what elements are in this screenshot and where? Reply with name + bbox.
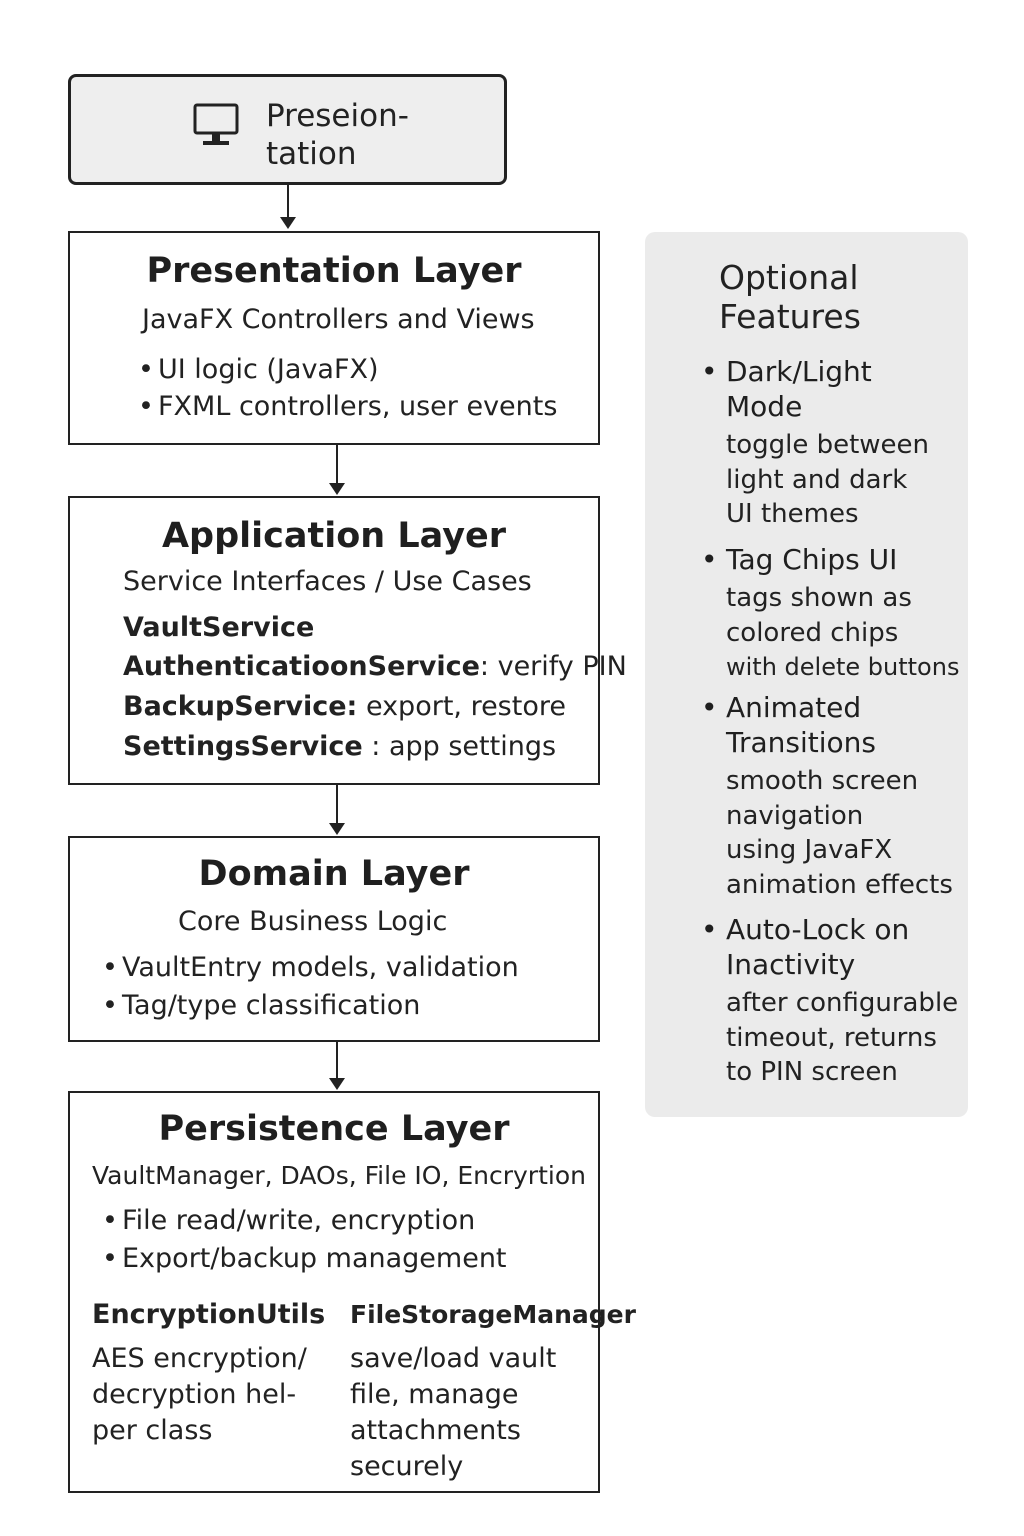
domain-layer-subtitle: Core Business Logic xyxy=(178,906,448,937)
domain-bullet-2: •Tag/type classification xyxy=(102,990,421,1021)
encryption-utils-column: EncryptionUtils AES encryption/ decrypti… xyxy=(92,1299,326,1446)
service-authentication: AuthenticatioonService: verify PIN xyxy=(123,651,627,682)
persistence-layer-title: Persistence Layer xyxy=(158,1109,510,1149)
presentation-bullet-1: •UI logic (JavaFX) xyxy=(138,354,379,385)
file-storage-manager-column: FileStorageManager save/load vault file,… xyxy=(350,1297,636,1485)
top-box-label: Preseion- tation xyxy=(266,98,409,172)
persistence-bullet-2: •Export/backup management xyxy=(102,1243,507,1274)
file-storage-manager-title: FileStorageManager xyxy=(350,1300,636,1329)
arrow-top-to-presentation xyxy=(280,185,296,229)
arrow-domain-to-persistence xyxy=(329,1042,345,1090)
presentation-layer-subtitle: JavaFX Controllers and Views xyxy=(142,304,535,335)
presentation-bullet-2: •FXML controllers, user events xyxy=(138,391,558,422)
optional-features-title: Optional Features xyxy=(719,258,861,336)
monitor-icon xyxy=(193,103,239,145)
arrow-application-to-domain xyxy=(329,785,345,835)
application-layer-title: Application Layer xyxy=(161,516,507,556)
service-settings: SettingsService : app settings xyxy=(123,731,557,762)
application-layer-box: Application Layer Service Interfaces / U… xyxy=(68,496,627,785)
persistence-layer-subtitle: VaultManager, DAOs, File IO, Encryrtion xyxy=(92,1161,586,1190)
persistence-layer-box: Persistence Layer VaultManager, DAOs, Fi… xyxy=(68,1091,636,1493)
presentation-layer-box: Presentation Layer JavaFX Controllers an… xyxy=(68,231,600,445)
domain-layer-title: Domain Layer xyxy=(198,854,470,894)
presentation-layer-title: Presentation Layer xyxy=(146,251,522,291)
top-presentation-box: Preseion- tation xyxy=(68,74,507,185)
service-vault: VaultService xyxy=(123,612,315,643)
arrow-presentation-to-application xyxy=(329,445,345,495)
service-backup: BackupService: export, restore xyxy=(123,691,566,722)
application-layer-subtitle: Service Interfaces / Use Cases xyxy=(123,566,532,597)
domain-bullet-1: •VaultEntry models, validation xyxy=(102,952,519,983)
domain-layer-box: Domain Layer Core Business Logic •VaultE… xyxy=(68,836,600,1042)
encryption-utils-title: EncryptionUtils xyxy=(92,1299,326,1330)
persistence-bullet-1: •File read/write, encryption xyxy=(102,1205,476,1236)
